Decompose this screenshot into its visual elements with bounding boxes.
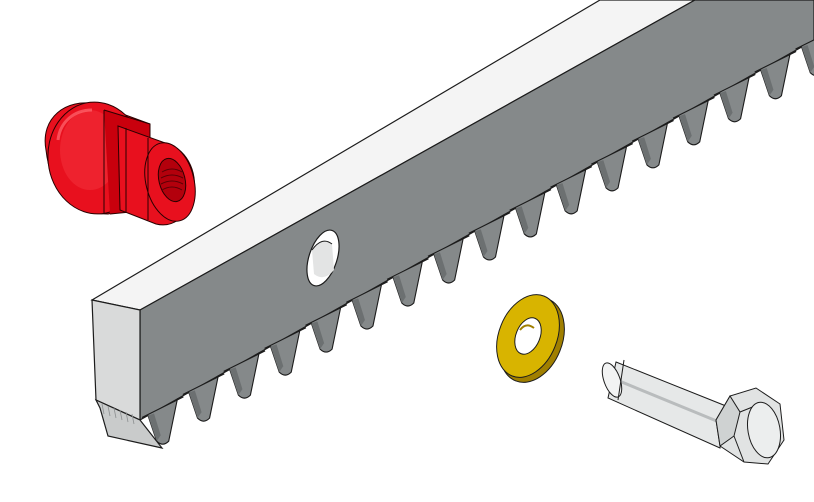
rack-tooth-flank	[556, 183, 570, 211]
rack-tooth-flank	[311, 321, 325, 350]
rack-tooth	[264, 327, 307, 376]
washer-icon	[496, 294, 565, 383]
gear-rack-icon	[90, 0, 814, 449]
rack-tooth	[713, 73, 756, 123]
rack-tooth	[509, 189, 552, 238]
rack-tooth-flank	[474, 229, 488, 257]
rack-tooth	[631, 120, 674, 169]
rack-mounting-slot	[306, 229, 340, 287]
rack-tooth-flank	[229, 367, 243, 396]
rack-tooth-flank	[515, 206, 529, 234]
rack-tooth	[468, 212, 511, 261]
rack-teeth	[141, 39, 814, 445]
rack-tooth	[305, 304, 348, 353]
rack-tooth	[672, 96, 715, 146]
rack-tooth-flank	[270, 344, 284, 373]
rack-tooth	[182, 373, 225, 422]
rack-tooth	[550, 166, 593, 215]
rack-tooth	[591, 143, 633, 192]
rack-tooth-flank	[352, 298, 365, 327]
rack-tooth	[754, 50, 797, 100]
rack-tooth	[345, 281, 388, 330]
spacer-nut-icon	[44, 101, 196, 226]
rack-tooth-flank	[597, 160, 611, 188]
hex-bolt-icon	[601, 359, 785, 465]
rack-tooth	[427, 235, 470, 284]
rack-tooth	[223, 350, 266, 399]
rack-tooth-flank	[393, 275, 406, 304]
rack-end-hatch	[101, 403, 135, 425]
rack-tooth-flank	[760, 68, 774, 96]
rack-tooth-flank	[679, 114, 692, 142]
rack-front-face	[139, 0, 814, 422]
rack-tooth-flank	[719, 91, 733, 119]
rack-tooth-flank	[148, 413, 161, 442]
rack-tooth-flank	[433, 252, 447, 280]
rack-tooth-flank	[801, 45, 814, 73]
rack-tooth-flank	[638, 137, 651, 165]
rack-tooth-flank	[188, 390, 202, 419]
rack-tooth	[386, 258, 429, 307]
